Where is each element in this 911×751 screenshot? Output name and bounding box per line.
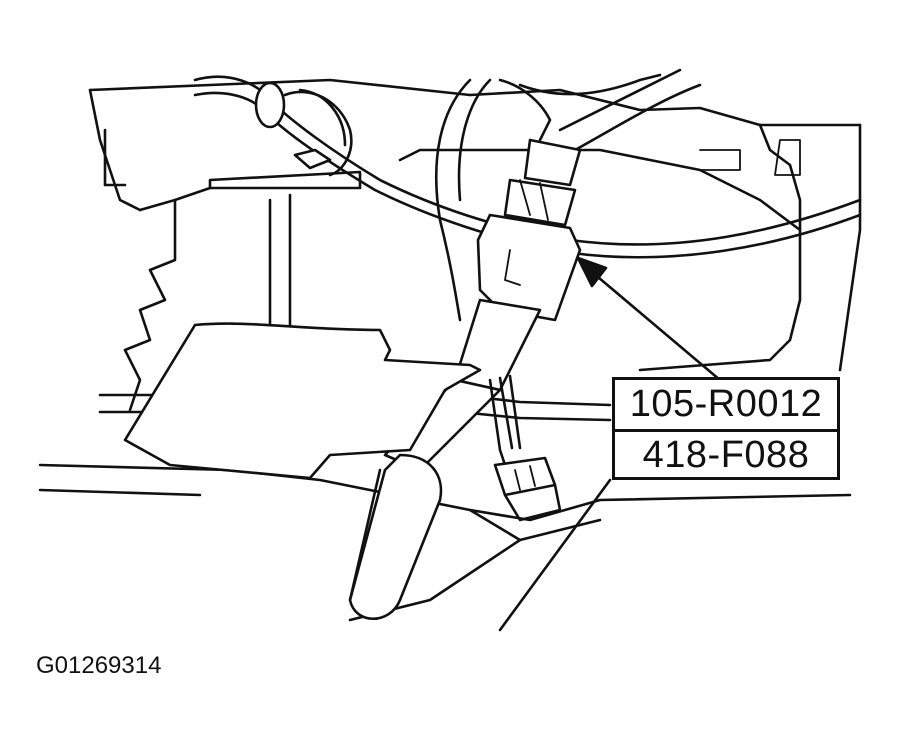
connector-housing bbox=[476, 138, 582, 322]
upper-harness bbox=[434, 68, 702, 322]
lower-connector bbox=[488, 374, 562, 522]
flat-plate bbox=[123, 322, 482, 480]
background-cable bbox=[193, 75, 862, 259]
tool-number-callout: 105-R0012 418-F088 bbox=[612, 377, 840, 480]
vehicle-structure bbox=[38, 78, 862, 632]
tool-number-primary: 105-R0012 bbox=[629, 382, 823, 425]
callout-arrow bbox=[576, 256, 722, 382]
figure-id: G01269314 bbox=[36, 652, 162, 679]
tool-number-secondary: 418-F088 bbox=[615, 428, 837, 481]
